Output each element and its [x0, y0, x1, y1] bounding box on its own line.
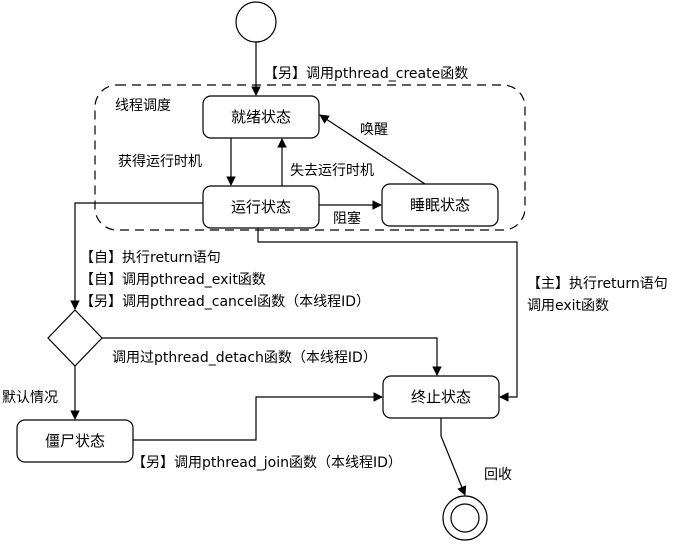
label-main-return: 【主】执行return语句 [527, 276, 668, 292]
label-create: 【另】调用pthread_create函数 [264, 66, 468, 82]
end-node-inner [450, 503, 480, 533]
label-self-exit: 【自】调用pthread_exit函数 [80, 272, 266, 288]
label-reclaim: 回收 [484, 467, 512, 483]
state-zombie: 僵尸状态 [16, 419, 134, 463]
state-sleeping: 睡眠状态 [381, 183, 499, 227]
scheduling-region-label: 线程调度 [115, 98, 171, 114]
label-detach: 调用过pthread_detach函数（本线程ID） [112, 350, 377, 366]
edge-sleeping-to-ready [319, 114, 426, 185]
start-node [235, 1, 277, 43]
edge-terminated-to-end [440, 418, 467, 496]
state-sleeping-label: 睡眠状态 [410, 196, 470, 214]
label-cancel: 【另】调用pthread_cancel函数（本线程ID） [80, 294, 370, 310]
state-terminated-label: 终止状态 [411, 388, 471, 406]
scheduling-region [94, 84, 526, 231]
label-block: 阻塞 [333, 210, 361, 227]
edge-decision-to-terminated [102, 337, 442, 376]
label-join: 【另】调用pthread_join函数（本线程ID） [132, 455, 402, 471]
state-running: 运行状态 [202, 185, 320, 229]
label-lose-cpu: 失去运行时机 [290, 163, 374, 179]
state-ready: 就绪状态 [202, 95, 320, 139]
state-terminated: 终止状态 [382, 375, 500, 419]
label-default: 默认情况 [2, 390, 58, 406]
edge-zombie-to-terminated [133, 392, 383, 441]
label-wake: 唤醒 [360, 121, 388, 138]
label-call-exit: 调用exit函数 [527, 298, 609, 314]
decision-diamond [47, 309, 103, 367]
label-get-cpu: 获得运行时机 [118, 153, 202, 170]
label-self-return: 【自】执行return语句 [80, 250, 221, 266]
state-ready-label: 就绪状态 [231, 108, 291, 126]
edge-running-to-decision [70, 202, 203, 310]
state-running-label: 运行状态 [231, 198, 291, 216]
edge-running-to-terminated [257, 228, 518, 402]
state-zombie-label: 僵尸状态 [45, 432, 105, 450]
